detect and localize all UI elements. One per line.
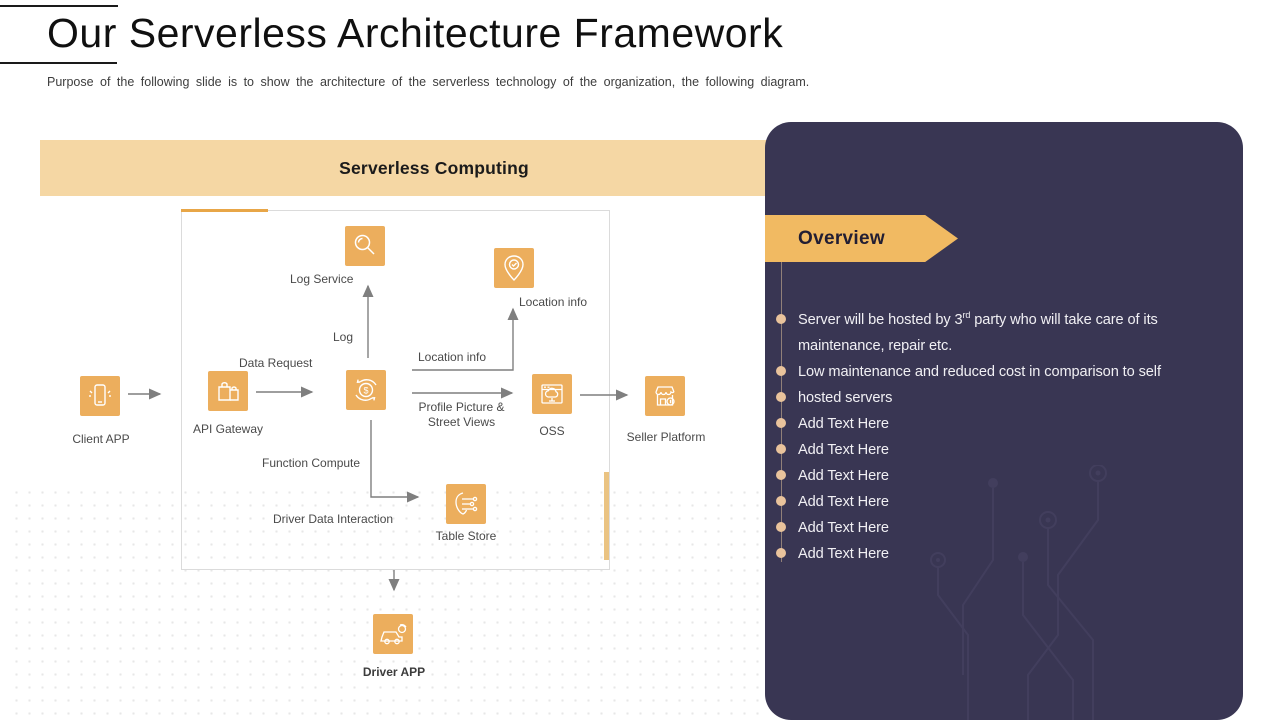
overview-list-item: Add Text Here [776, 436, 1161, 462]
overview-list-item: Low maintenance and reduced cost in comp… [776, 358, 1161, 384]
label-driver-app: Driver APP [362, 665, 426, 679]
edge-label-profile-line1: Profile Picture & [418, 400, 505, 414]
overview-list-item: Add Text Here [776, 514, 1161, 540]
overview-timeline [781, 262, 782, 562]
label-location-info: Location info [519, 295, 588, 309]
label-log-service: Log Service [290, 272, 354, 286]
dotted-background [10, 486, 762, 716]
overview-item-text: maintenance, repair etc. [798, 337, 953, 354]
circuit-shield-icon [455, 492, 478, 515]
bullet-dot-icon [776, 418, 786, 428]
edge-label-driver-data-interaction: Driver Data Interaction [273, 512, 394, 526]
bullet-dot-icon [776, 444, 786, 454]
bullet-dot-icon [776, 366, 786, 376]
svg-text:$: $ [363, 386, 368, 396]
diagram-box-right-accent [604, 472, 609, 560]
bullet-dot-icon [776, 496, 786, 506]
node-driver-app [373, 614, 413, 654]
overview-list-item: Server will be hosted by 3rd party who w… [776, 306, 1161, 332]
shopping-bags-icon [218, 382, 239, 401]
node-location-info [494, 248, 534, 288]
label-table-store: Table Store [435, 529, 497, 543]
overview-list: Server will be hosted by 3rd party who w… [776, 306, 1161, 566]
overview-item-text: Low maintenance and reduced cost in comp… [798, 363, 1161, 380]
label-client-app: Client APP [72, 432, 130, 446]
node-seller-platform [645, 376, 685, 416]
overview-item-text: Add Text Here [798, 519, 889, 536]
overview-banner: Overview [765, 215, 958, 262]
label-oss: OSS [539, 424, 565, 438]
node-log-service [345, 226, 385, 266]
car-icon [380, 624, 407, 645]
overview-title: Overview [798, 227, 885, 249]
edge-label-log: Log [333, 330, 354, 344]
overview-item-text: Add Text Here [798, 415, 889, 432]
smartphone-icon [89, 384, 111, 406]
label-seller-platform: Seller Platform [626, 430, 706, 444]
node-api-gateway [208, 371, 248, 411]
label-api-gateway: API Gateway [192, 422, 264, 436]
diagram-box [181, 210, 610, 570]
bullet-dot-icon [776, 392, 786, 402]
overview-item-text: Add Text Here [798, 493, 889, 510]
node-function-compute: $ [346, 370, 386, 410]
serverless-computing-banner: Serverless Computing [40, 140, 828, 196]
node-client-app [80, 376, 120, 416]
edge-label-data-request: Data Request [239, 356, 313, 370]
map-pin-icon [504, 255, 524, 281]
edge-label-profile-picture: Profile Picture & Street Views [404, 400, 519, 430]
overview-item-text: Add Text Here [798, 467, 889, 484]
edge-label-profile-line2: Street Views [427, 415, 496, 429]
node-table-store [446, 484, 486, 524]
label-function-compute: Function Compute [262, 456, 361, 470]
page-subtitle: Purpose of the following slide is to sho… [47, 75, 810, 89]
overview-list-item: Add Text Here [776, 410, 1161, 436]
header-accent-line-bottom [0, 62, 117, 64]
serverless-computing-label: Serverless Computing [339, 157, 529, 178]
overview-item-text: hosted servers [798, 389, 893, 406]
overview-list-item: Add Text Here [776, 488, 1161, 514]
diagram-box-top-accent [181, 209, 268, 212]
dollar-refresh-icon: $ [355, 379, 377, 401]
node-oss [532, 374, 572, 414]
bullet-dot-icon [776, 522, 786, 532]
overview-item-text: Server will be hosted by 3rd party who w… [798, 310, 1158, 328]
overview-item-text: Add Text Here [798, 441, 889, 458]
edge-label-location-info: Location info [418, 350, 487, 364]
circuit-pattern [930, 465, 1107, 720]
browser-cloud-icon [541, 384, 563, 404]
overview-panel: Overview Server will be hosted by 3rd pa… [765, 122, 1243, 720]
bullet-dot-icon [776, 548, 786, 558]
storefront-icon [655, 386, 675, 406]
overview-list-item: Add Text Here [776, 462, 1161, 488]
overview-list-item: Add Text Here [776, 540, 1161, 566]
magnifier-icon [354, 234, 375, 255]
page-title: Our Serverless Architecture Framework [47, 10, 784, 56]
overview-item-text: Add Text Here [798, 545, 889, 562]
header-accent-line-top [0, 5, 118, 7]
bullet-dot-icon [776, 470, 786, 480]
overview-list-item: hosted servers [776, 384, 1161, 410]
bullet-dot-icon [776, 314, 786, 324]
overview-list-item: maintenance, repair etc. [798, 332, 1161, 358]
